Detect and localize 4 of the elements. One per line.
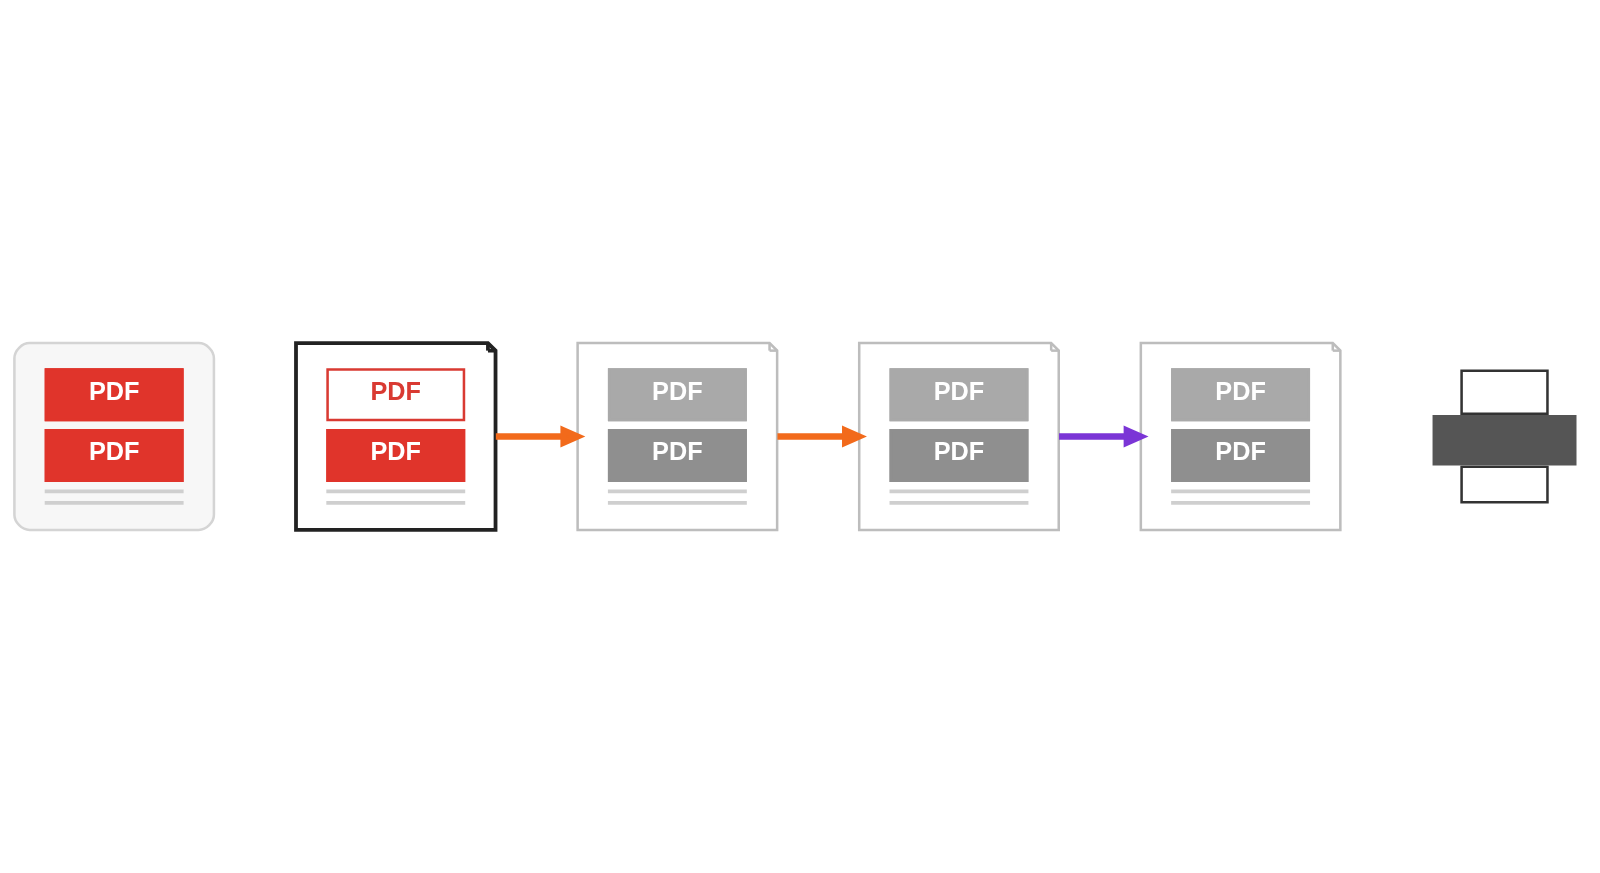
arrow: [1058, 425, 1149, 448]
arrow: [495, 425, 585, 448]
arrow: [776, 425, 867, 448]
node-box: PDF PDF: [12, 341, 215, 532]
